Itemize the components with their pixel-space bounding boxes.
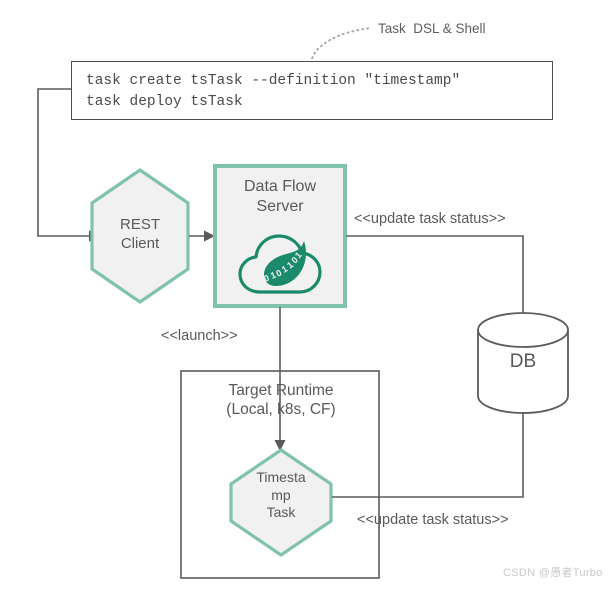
db-label: DB (509, 351, 537, 372)
edge-label-update-task-status-top: <<update task status>> (354, 211, 506, 227)
svg-text:0: 0 (289, 255, 300, 266)
timestamp-task-label: Timesta mp Task (256, 469, 306, 520)
svg-text:1: 1 (285, 260, 295, 271)
rest-client-label: REST Client (119, 216, 160, 252)
edge-shell-to-rest-client (37, 88, 101, 242)
timestamp-task-hexagon (229, 448, 333, 557)
data-flow-server-label: Data Flow Server (243, 178, 317, 215)
annotation-leader-line (310, 27, 373, 64)
code-block-text: task create tsTask --definition "timesta… (86, 73, 461, 110)
svg-text:1: 1 (280, 264, 290, 275)
edge-label-update-task-status-bottom: <<update task status>> (357, 512, 509, 528)
svg-text:1: 1 (293, 250, 304, 260)
annotation-label: Task DSL & Shell (378, 21, 486, 36)
code-block (71, 61, 553, 120)
svg-text:0: 0 (274, 268, 283, 279)
spring-cloud-dataflow-logo: 0 1 0 1 1 0 1 (238, 234, 322, 294)
edge-dfs-to-db (346, 235, 524, 320)
svg-text:1: 1 (269, 270, 277, 281)
target-runtime-label: Target Runtime (Local, k8s, CF) (226, 382, 336, 419)
db-cylinder (477, 312, 569, 414)
edge-task-to-db (332, 413, 524, 498)
target-runtime-box (180, 370, 380, 579)
rest-client-hexagon (90, 168, 190, 304)
svg-text:0: 0 (263, 273, 271, 284)
watermark: CSDN @愚者Turbo (503, 567, 603, 579)
edge-label-launch: <<launch>> (161, 328, 238, 344)
